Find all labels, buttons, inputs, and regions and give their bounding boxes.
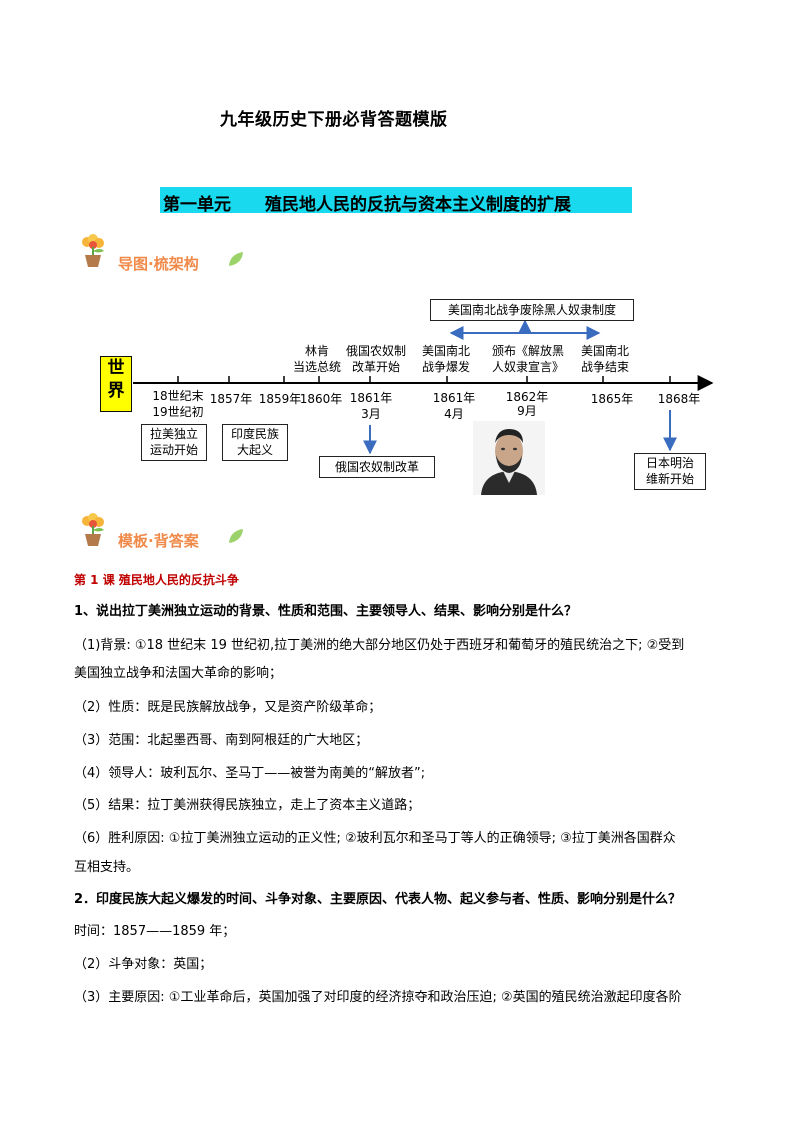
answer-line: （3）主要原因: ①工业革命后，英国加强了对印度的经济掠夺和政治压迫; ②英国的… — [74, 990, 682, 1005]
label-line: 美国南北 — [580, 344, 629, 358]
label-emancipation-proclamation: 颁布《解放黑 人奴隶宣言》 — [484, 343, 572, 375]
label-line: 人奴隶宣言》 — [491, 360, 564, 374]
date-line: 18世纪末 — [152, 389, 204, 403]
world-char-1: 世 — [107, 358, 125, 378]
answer-line: （6）胜利原因: ①拉丁美洲独立运动的正义性; ②玻利瓦尔和圣马丁等人的正确领导… — [74, 831, 676, 846]
date-1868: 1868年 — [657, 392, 701, 406]
unit-banner — [160, 187, 632, 213]
unit-number: 第一单元 — [163, 195, 231, 215]
world-label: 世 界 — [100, 356, 132, 412]
date-1862-sept: 1862年 9月 — [499, 390, 555, 418]
date-line: 4月 — [444, 407, 464, 421]
flower-pot-icon — [82, 234, 104, 267]
flower-pot-icon — [82, 513, 104, 546]
leaf-icon — [229, 529, 243, 543]
answer-line: 美国独立战争和法国大革命的影响； — [74, 666, 283, 681]
box-russian-serf-reform: 俄国农奴制改革 — [319, 456, 435, 478]
date-line: 1862年 — [505, 390, 549, 404]
section-heading-template: 模板·背答案 — [118, 532, 199, 550]
leaf-icon — [229, 252, 243, 266]
box-indian-rebellion: 印度民族 大起义 — [222, 424, 288, 461]
label-lincoln-elected: 林肯 当选总统 — [287, 343, 347, 375]
label-line: 战争爆发 — [421, 360, 470, 374]
date-line: 19世纪初 — [152, 405, 204, 419]
date-1861-march: 1861年 3月 — [343, 390, 399, 422]
unit-heading: 第一单元 殖民地人民的反抗与资本主义制度的扩展 — [163, 190, 571, 215]
answer-line: （2）斗争对象：英国； — [74, 957, 213, 972]
label-line: 林肯 — [304, 344, 329, 358]
label-line: 俄国农奴制 — [345, 344, 406, 358]
answer-line: 互相支持。 — [74, 860, 140, 875]
date-1865: 1865年 — [590, 392, 634, 406]
label-civil-war-start: 美国南北 战争爆发 — [416, 343, 476, 375]
box-line: 大起义 — [236, 443, 273, 457]
box-line: 运动开始 — [149, 443, 198, 457]
section-heading-map: 导图·梳架构 — [118, 255, 199, 273]
question-2: 2．印度民族大起义爆发的时间、斗争对象、主要原因、代表人物、起义参与者、性质、影… — [74, 892, 682, 907]
label-civil-war-end: 美国南北 战争结束 — [575, 343, 635, 375]
question-1: 1、说出拉丁美洲独立运动的背景、性质和范围、主要领导人、结果、影响分别是什么？ — [74, 604, 578, 619]
answer-line: （2）性质：既是民族解放战争，又是资产阶级革命； — [74, 700, 382, 715]
date-line: 1861年 — [432, 391, 476, 405]
date-1857: 1857年 — [209, 392, 253, 406]
label-serf-reform-start: 俄国农奴制 改革开始 — [338, 343, 414, 375]
answer-line: （4）领导人：玻利瓦尔、圣马丁——被誉为南美的“解放者”; — [74, 766, 426, 781]
label-line: 战争结束 — [580, 360, 629, 374]
lincoln-portrait-image — [473, 421, 545, 495]
answer-line: （1)背景: ①18 世纪末 19 世纪初,拉丁美洲的绝大部分地区仍处于西班牙和… — [74, 638, 685, 653]
date-1861-april: 1861年 4月 — [426, 390, 482, 422]
label-line: 当选总统 — [292, 360, 341, 374]
label-line: 改革开始 — [351, 360, 400, 374]
unit-title: 殖民地人民的反抗与资本主义制度的扩展 — [265, 195, 571, 215]
date-line: 3月 — [361, 407, 381, 421]
box-meiji-restoration: 日本明治 维新开始 — [634, 453, 706, 490]
date-18th-19th: 18世纪末 19世纪初 — [146, 388, 210, 420]
box-line: 日本明治 — [645, 456, 694, 470]
label-line: 颁布《解放黑 — [491, 344, 564, 358]
date-1860: 1860年 — [299, 392, 343, 406]
answer-line: （3）范围：北起墨西哥、南到阿根廷的广大地区； — [74, 733, 369, 748]
lesson-title: 第 1 课 殖民地人民的反抗斗争 — [74, 573, 239, 587]
document-title: 九年级历史下册必背答题模版 — [220, 110, 448, 130]
box-line: 拉美独立 — [149, 427, 198, 441]
world-char-2: 界 — [107, 381, 125, 401]
date-line: 9月 — [517, 404, 537, 418]
label-line: 美国南北 — [421, 344, 470, 358]
box-latin-america-independence: 拉美独立 运动开始 — [141, 424, 207, 461]
box-abolish-slavery: 美国南北战争废除黑人奴隶制度 — [430, 299, 634, 321]
answer-line: 时间：1857——1859 年； — [74, 924, 236, 939]
box-line: 印度民族 — [230, 427, 279, 441]
date-1859: 1859年 — [258, 392, 302, 406]
answer-line: （5）结果：拉丁美洲获得民族独立，走上了资本主义道路； — [74, 798, 421, 813]
date-line: 1861年 — [349, 391, 393, 405]
timeline-ticks — [177, 376, 671, 383]
box-line: 维新开始 — [645, 472, 694, 486]
